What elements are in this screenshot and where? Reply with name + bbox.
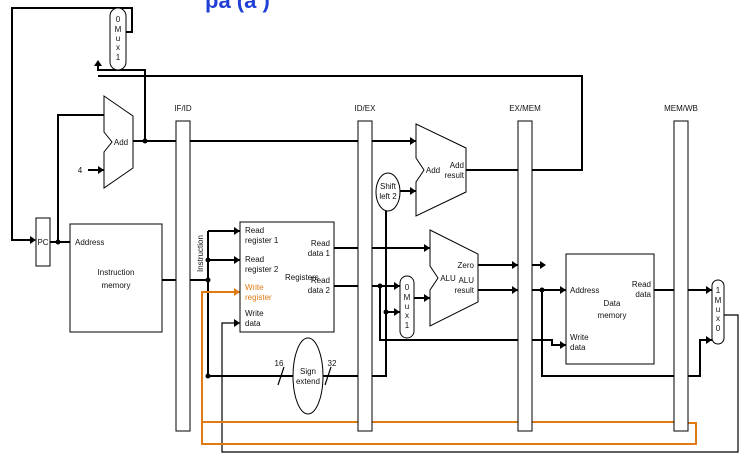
pc-adder: Add	[103, 95, 134, 189]
pipeline-register-ex-mem: EX/MEM	[509, 104, 541, 432]
read-register-2-line2: register 2	[245, 265, 279, 274]
alu-label: ALU	[440, 274, 456, 283]
alu-mux-label-1: 1	[405, 321, 410, 330]
alu: ALU Zero ALU result	[429, 229, 479, 327]
instruction-memory-address-label: Address	[75, 238, 104, 247]
alu-result-line2: result	[454, 286, 474, 295]
data-memory-title-1: Data	[604, 299, 621, 308]
data-memory-read-data-line1: Read	[632, 280, 651, 289]
wires	[11, 7, 739, 453]
read-data-1-line2: data 1	[308, 249, 331, 258]
pc-mux-label-x: x	[116, 43, 120, 52]
shift-left-2-line1: Shift	[380, 182, 397, 191]
read-data-2-line2: data 2	[308, 286, 331, 295]
alu-mux-label-u: u	[405, 302, 409, 311]
alu-mux-label-m: M	[404, 293, 411, 302]
wb-mux-label-x: x	[716, 314, 720, 323]
write-register-line1: Write	[245, 283, 264, 292]
pc-mux-label-0: 0	[116, 15, 121, 24]
read-data-1-line1: Read	[311, 239, 330, 248]
pipeline-register-id-ex: ID/EX	[355, 104, 377, 432]
arrowheads	[30, 60, 712, 349]
pc-label: PC	[37, 238, 48, 247]
instruction-memory-title-1: Instruction	[98, 268, 135, 277]
program-counter: PC	[35, 217, 51, 267]
write-data-line2: data	[245, 319, 261, 328]
branch-adder-result-line1: Add	[450, 161, 464, 170]
slide-title-fragment: pa (a )	[205, 0, 270, 13]
read-data-2-line1: Read	[311, 276, 330, 285]
data-memory: Address Read data Data memory Write data	[565, 253, 655, 365]
write-register-line2: register	[245, 293, 272, 302]
wb-mux-label-1: 1	[716, 286, 721, 295]
read-register-1-line1: Read	[245, 226, 264, 235]
shift-left-2: Shift left 2	[375, 172, 401, 212]
sign-extend-line2: extend	[296, 377, 320, 386]
alu-input-mux: 0 M u x 1	[399, 275, 415, 339]
branch-adder-result-line2: result	[444, 171, 464, 180]
wb-mux-label-m: M	[715, 296, 722, 305]
alu-zero-label: Zero	[458, 261, 475, 270]
ex-mem-label: EX/MEM	[509, 104, 541, 113]
sign-extend-line1: Sign	[300, 367, 316, 376]
sign-extend: Sign extend 16 32	[275, 337, 337, 415]
pc-mux: 0 M u x 1	[109, 7, 127, 71]
alu-mux-label-x: x	[405, 311, 409, 320]
sign-extend-input-width: 16	[275, 359, 284, 368]
if-id-label: IF/ID	[174, 104, 192, 113]
writeback-mux: 1 M u x 0	[711, 279, 725, 345]
registers-title: Registers	[285, 273, 319, 282]
junction-dots	[55, 138, 545, 379]
pc-adder-label: Add	[114, 138, 128, 147]
instruction-memory-title-2: memory	[102, 281, 131, 290]
id-ex-label: ID/EX	[355, 104, 377, 113]
data-memory-write-data-line2: data	[570, 343, 586, 352]
alu-mux-label-0: 0	[405, 283, 410, 292]
wb-mux-label-0: 0	[716, 324, 721, 333]
pipeline-register-mem-wb: MEM/WB	[664, 104, 698, 432]
pc-mux-label-u: u	[116, 34, 120, 43]
instruction-memory: Address Instruction memory	[69, 223, 163, 333]
data-memory-title-2: memory	[598, 311, 627, 320]
pc-mux-label-m: M	[115, 25, 122, 34]
branch-adder-label: Add	[426, 166, 440, 175]
pc-mux-label-1: 1	[116, 53, 121, 62]
data-memory-address-label: Address	[570, 286, 599, 295]
read-register-1-line2: register 1	[245, 236, 279, 245]
pipeline-register-if-id: IF/ID	[174, 104, 192, 432]
wb-mux-label-u: u	[716, 305, 720, 314]
alu-result-line1: ALU	[458, 276, 474, 285]
constant-four: 4	[78, 166, 83, 175]
mem-wb-label: MEM/WB	[664, 104, 698, 113]
data-memory-read-data-line2: data	[635, 290, 651, 299]
branch-adder: Add Add result	[415, 123, 467, 217]
sign-extend-output-width: 32	[328, 359, 337, 368]
write-data-line1: Write	[245, 309, 264, 318]
instruction-bus-label: Instruction	[196, 235, 205, 272]
data-memory-write-data-line1: Write	[570, 333, 589, 342]
register-file: Read register 1 Read register 2 Register…	[239, 221, 335, 333]
read-register-2-line1: Read	[245, 255, 264, 264]
shift-left-2-line2: left 2	[379, 192, 397, 201]
